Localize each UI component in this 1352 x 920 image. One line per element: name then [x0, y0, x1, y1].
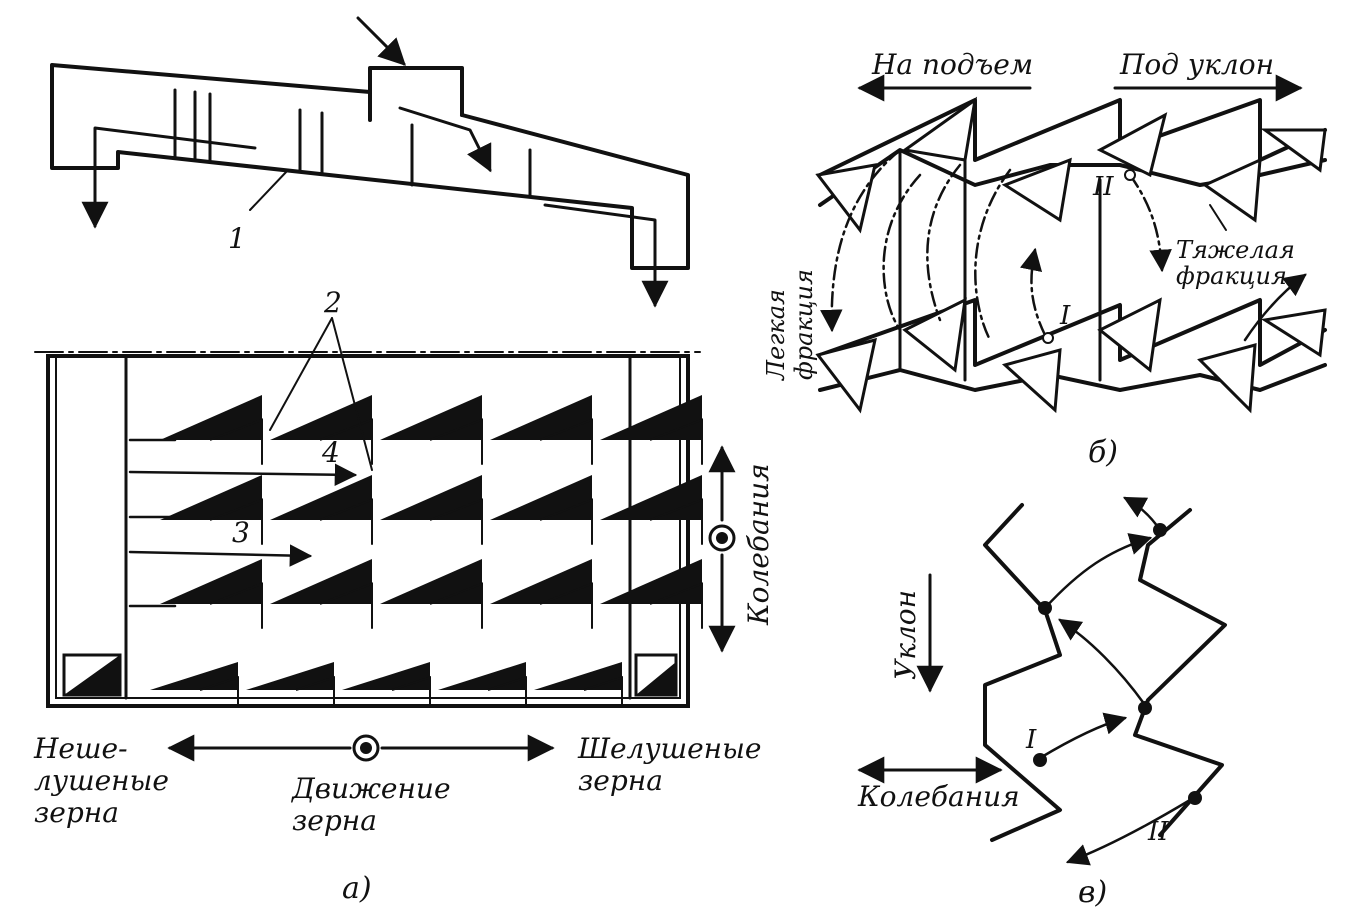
sawtooth: [160, 559, 262, 604]
callout-2: 2: [323, 286, 342, 319]
downhill-label: Под уклон: [1119, 48, 1274, 81]
panel-a-oscillation-label: Колебания: [742, 463, 775, 626]
panel-a-side-view: 1: [50, 16, 690, 308]
sawtooth: [534, 662, 622, 690]
feed-inlet: [368, 66, 464, 122]
sawtooth: [150, 662, 238, 690]
panel-b-point-I: I: [1059, 301, 1071, 331]
sawtooth: [490, 559, 592, 604]
panel-c-point-I: I: [1025, 725, 1037, 755]
machine-body: [50, 63, 690, 270]
slope-label: Уклон: [889, 590, 922, 680]
panel-c: Уклон Колебания I II в): [857, 496, 1227, 910]
sawtooth: [380, 475, 482, 520]
light-fraction-label: Легкаяфракция: [762, 269, 818, 381]
sawtooth: [600, 559, 702, 604]
sawtooth: [438, 662, 526, 690]
sawtooth: [600, 475, 702, 520]
sawtooth: [380, 559, 482, 604]
feed-arrow: [356, 16, 406, 66]
sawtooth: [380, 395, 482, 440]
sawtooth: [160, 395, 262, 440]
panel-a-tray-plan: 2 4 3: [34, 286, 703, 708]
sawtooth: [600, 395, 702, 440]
left-zigzag-channel: [983, 503, 1062, 842]
callout-4: 4: [321, 436, 340, 469]
panel-b-point-II: II: [1092, 172, 1114, 202]
sawtooth: [270, 559, 372, 604]
sawtooth-rows: [150, 395, 703, 706]
grain-motion-indicator: [167, 734, 555, 762]
panel-b: На подъем Под уклон: [762, 48, 1327, 470]
sawtooth: [246, 662, 334, 690]
sawtooth: [160, 475, 262, 520]
panel-c-caption: в): [1078, 875, 1107, 910]
sawtooth: [490, 395, 592, 440]
callout-3: 3: [232, 516, 250, 549]
panel-a-caption: а): [342, 871, 372, 906]
panel-b-caption: б): [1088, 435, 1118, 470]
panel-a-oscillation-indicator: Колебания: [708, 445, 775, 653]
panel-c-oscillation-label: Колебания: [857, 780, 1020, 813]
sawtooth: [270, 475, 372, 520]
callout-1: 1: [228, 222, 246, 255]
panel-c-point-II: II: [1147, 817, 1169, 847]
sawtooth: [342, 662, 430, 690]
uphill-label: На подъем: [871, 48, 1033, 81]
sawtooth: [490, 475, 592, 520]
